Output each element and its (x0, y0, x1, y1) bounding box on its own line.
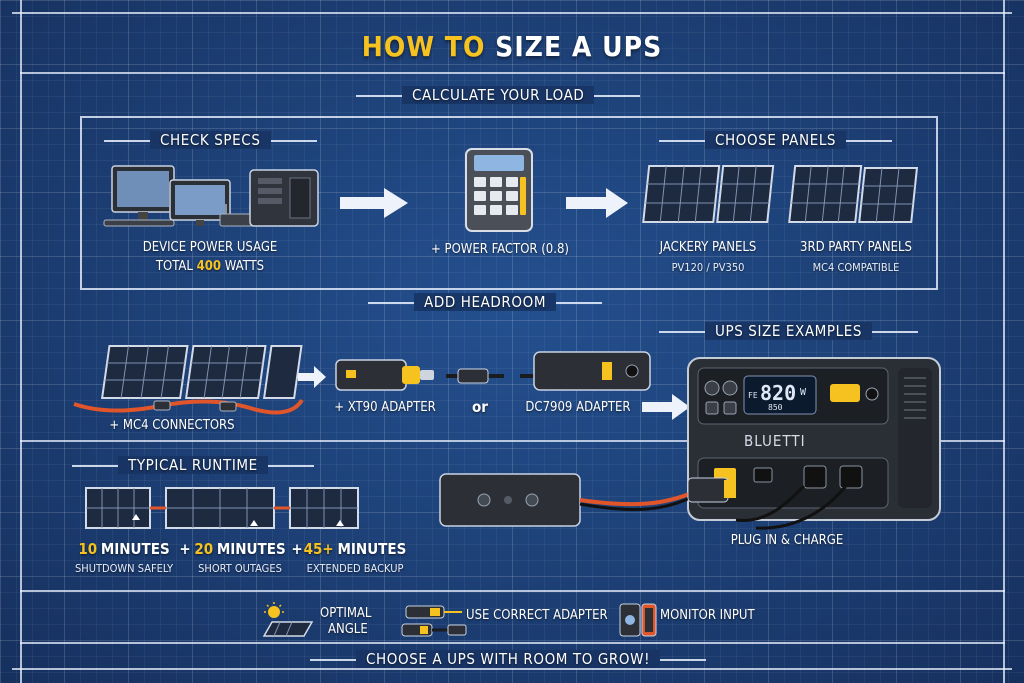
device-power-usage: DEVICE POWER USAGE (142, 240, 278, 255)
section-choose-panels: CHOOSE PANELS (658, 131, 893, 149)
tip-optimal-angle-line1: OPTIMAL (320, 606, 372, 621)
calculate-load-box (80, 116, 938, 290)
computers-illustration (103, 165, 319, 227)
runtime-value: 20 (194, 540, 214, 558)
runtime-item-2: 20 MINUTES (190, 540, 290, 558)
jackery-panels-icon (642, 165, 775, 223)
runtime-note-1: SHUTDOWN SAFELY (74, 562, 174, 575)
adapter-icon (401, 605, 467, 637)
runtime-divider (20, 440, 1005, 442)
total-suffix: WATTS (224, 259, 265, 274)
charging-cable-illustration (439, 473, 848, 530)
third-party-panels-icon (788, 165, 919, 223)
section-calculate-load: CALCULATE YOUR LOAD (355, 86, 641, 104)
arrow-right-icon (340, 188, 408, 218)
xt90-adapter-icon (335, 359, 434, 391)
runtime-unit: MINUTES (100, 540, 170, 558)
runtime-item-1: 10 MINUTES (74, 540, 174, 558)
runtime-value: 10 (78, 540, 98, 558)
ups-display-prefix: FE (748, 391, 758, 400)
title-part-main: SIZE A UPS (495, 30, 663, 63)
or-label: or (472, 398, 488, 416)
runtime-note-3: EXTENDED BACKUP (306, 562, 404, 575)
total-prefix: TOTAL (155, 259, 193, 274)
dc7909-adapter-icon (520, 351, 651, 391)
tip-monitor-input: MONITOR INPUT (660, 608, 755, 623)
tip-optimal-angle-line2: ANGLE (328, 622, 368, 637)
arrow-right-icon (642, 394, 690, 420)
tip-use-correct-adapter: USE CORRECT ADAPTER (466, 608, 608, 623)
runtime-value: 45+ (303, 540, 334, 558)
cable-icon (446, 368, 504, 384)
xt90-adapter-label: + XT90 ADAPTER (334, 400, 436, 415)
third-party-panels-note: MC4 COMPATIBLE (812, 261, 900, 274)
frame-bottom-line (12, 668, 1012, 670)
tips-divider-top (20, 590, 1005, 592)
ups-unit-illustration (687, 357, 941, 521)
section-add-headroom: ADD HEADROOM (367, 293, 603, 311)
tips-divider-bottom (20, 642, 1005, 644)
mc4-connectors: + MC4 CONNECTORS (109, 418, 235, 433)
frame-right-line (1003, 0, 1005, 683)
frame-top-line (12, 12, 1012, 14)
ups-display-unit: W (800, 387, 807, 398)
ups-display: FE 820 W 850 (746, 381, 812, 415)
page-title: HOW TO SIZE A UPS (0, 30, 1024, 63)
footer-tagline: CHOOSE A UPS WITH ROOM TO GROW! (309, 650, 707, 668)
panel-array-icon (73, 345, 304, 415)
ups-brand: BLUETTI (744, 432, 806, 450)
arrow-right-icon (298, 366, 326, 388)
section-ups-size-examples: UPS SIZE EXAMPLES (658, 322, 919, 340)
runtime-unit: MINUTES (216, 540, 286, 558)
third-party-panels-title: 3RD PARTY PANELS (800, 240, 912, 255)
ups-display-sub: 850 (768, 403, 783, 412)
total-value: 400 (196, 259, 222, 274)
power-factor: + POWER FACTOR (0.8) (431, 242, 569, 257)
arrow-right-icon (566, 188, 628, 218)
dc7909-adapter-label: DC7909 ADAPTER (525, 400, 631, 415)
title-divider (20, 72, 1005, 74)
ups-display-value: 820 (760, 381, 797, 405)
calculator-icon (465, 148, 533, 232)
runtime-panels-illustration (85, 487, 359, 529)
plus-sign: + (291, 540, 303, 558)
plus-sign: + (179, 540, 191, 558)
runtime-unit: MINUTES (337, 540, 407, 558)
jackery-panels-models: PV120 / PV350 (671, 261, 745, 274)
plug-in-charge: PLUG IN & CHARGE (730, 533, 844, 548)
title-part-highlight: HOW TO (361, 30, 486, 63)
section-typical-runtime: TYPICAL RUNTIME (72, 456, 314, 474)
jackery-panels-title: JACKERY PANELS (659, 240, 757, 255)
runtime-item-3: 45+ MINUTES (300, 540, 410, 558)
sun-panel-icon (262, 602, 314, 637)
runtime-note-2: SHORT OUTAGES (198, 562, 282, 575)
monitor-icon (619, 603, 657, 637)
total-watts: TOTAL 400 WATTS (140, 259, 280, 274)
section-check-specs: CHECK SPECS (104, 131, 316, 149)
frame-left-line (20, 0, 22, 683)
